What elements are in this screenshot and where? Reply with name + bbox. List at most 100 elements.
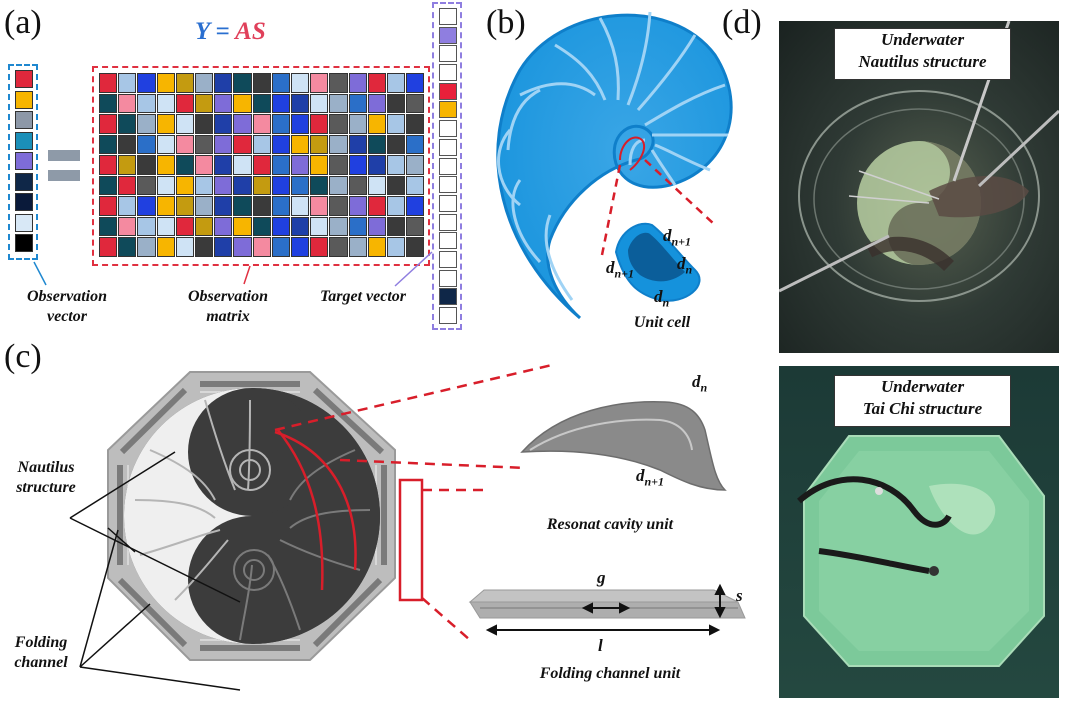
matrix-cell bbox=[233, 196, 252, 216]
panel-label-c: (c) bbox=[4, 338, 42, 375]
label-d-n1-upper: dn+1 bbox=[663, 226, 692, 249]
matrix-cell bbox=[406, 93, 425, 113]
panel-label-d: (d) bbox=[722, 4, 762, 41]
matrix-cell bbox=[214, 114, 233, 134]
matrix-cell bbox=[252, 73, 271, 93]
matrix-cell bbox=[348, 196, 367, 216]
matrix-cell bbox=[329, 93, 348, 113]
matrix-cell bbox=[99, 175, 118, 195]
matrix-cell bbox=[348, 114, 367, 134]
target-cell bbox=[439, 307, 457, 324]
matrix-cell bbox=[156, 237, 175, 257]
matrix-cell bbox=[99, 216, 118, 236]
matrix-cell bbox=[329, 216, 348, 236]
matrix-cell bbox=[310, 155, 329, 175]
matrix-cell bbox=[137, 237, 156, 257]
nautilus-shell bbox=[496, 13, 733, 320]
vector-cell bbox=[15, 131, 33, 150]
matrix-cell bbox=[406, 134, 425, 154]
vector-cell bbox=[15, 193, 33, 211]
matrix-cell bbox=[329, 134, 348, 154]
observation-vector bbox=[8, 64, 38, 260]
target-cell bbox=[439, 176, 457, 194]
matrix-cell bbox=[233, 155, 252, 175]
matrix-cell bbox=[99, 196, 118, 216]
target-cell bbox=[439, 82, 457, 100]
matrix-cell bbox=[214, 155, 233, 175]
matrix-cell bbox=[156, 175, 175, 195]
matrix-cell bbox=[291, 134, 310, 154]
matrix-cell bbox=[233, 175, 252, 195]
matrix-cell bbox=[406, 196, 425, 216]
nautilus-shell-diagram bbox=[496, 11, 733, 320]
matrix-cell bbox=[156, 114, 175, 134]
target-vector-label: Target vector bbox=[319, 288, 407, 305]
target-cell bbox=[439, 269, 457, 287]
matrix-cell bbox=[99, 155, 118, 175]
matrix-cell bbox=[271, 216, 290, 236]
folding-channel-label: Folding channel bbox=[14, 634, 68, 671]
folding-channel-shape bbox=[468, 589, 739, 603]
folding-channel-unit-label: Folding channel unit bbox=[539, 665, 681, 682]
matrix-cell bbox=[291, 175, 310, 195]
target-vector-cells bbox=[439, 8, 457, 324]
matrix-cell bbox=[387, 216, 406, 236]
matrix-cell bbox=[310, 196, 329, 216]
label-d-n-cavity: dn bbox=[692, 372, 708, 395]
matrix-cell bbox=[195, 134, 214, 154]
equation-as: AS bbox=[235, 18, 266, 45]
matrix-cell bbox=[291, 93, 310, 113]
matrix-cell bbox=[348, 93, 367, 113]
matrix-cell bbox=[214, 93, 233, 113]
matrix-cell bbox=[195, 237, 214, 257]
matrix-cell bbox=[118, 237, 137, 257]
matrix-cell bbox=[252, 175, 271, 195]
observation-matrix-label: Observation matrix bbox=[188, 288, 268, 325]
nautilus-structure-label: Nautilus structure bbox=[16, 459, 76, 496]
matrix-cell bbox=[118, 73, 137, 93]
matrix-cell bbox=[367, 216, 386, 236]
matrix-cell bbox=[137, 155, 156, 175]
tai-chi-diagram bbox=[69, 363, 746, 691]
target-vector bbox=[432, 2, 462, 330]
matrix-cell bbox=[195, 155, 214, 175]
matrix-cell bbox=[252, 134, 271, 154]
matrix-cell bbox=[214, 73, 233, 93]
equation: Y = AS bbox=[195, 18, 266, 46]
target-cell bbox=[439, 26, 457, 44]
matrix-cell bbox=[214, 134, 233, 154]
matrix-cell bbox=[137, 175, 156, 195]
matrix-cell bbox=[156, 134, 175, 154]
matrix-cell bbox=[367, 155, 386, 175]
matrix-cell bbox=[367, 73, 386, 93]
observation-vector-label: Observation vector bbox=[27, 288, 107, 325]
folding-channels bbox=[117, 381, 387, 651]
matrix-cell bbox=[233, 93, 252, 113]
vector-cell bbox=[15, 70, 33, 88]
matrix-cell bbox=[175, 93, 194, 113]
matrix-cell bbox=[137, 216, 156, 236]
matrix-cell bbox=[214, 216, 233, 236]
matrix-cell bbox=[329, 175, 348, 195]
label-g: g bbox=[597, 568, 606, 587]
matrix-cell bbox=[310, 237, 329, 257]
matrix-cell bbox=[310, 114, 329, 134]
matrix-cell bbox=[329, 237, 348, 257]
matrix-cell bbox=[367, 93, 386, 113]
matrix-cell bbox=[233, 73, 252, 93]
matrix-cell bbox=[387, 175, 406, 195]
matrix-cell bbox=[195, 114, 214, 134]
matrix-cell bbox=[387, 134, 406, 154]
label-d-n1-left: dn+1 bbox=[606, 258, 635, 281]
matrix-cell bbox=[271, 237, 290, 257]
matrix-cell bbox=[252, 93, 271, 113]
matrix-cell bbox=[156, 73, 175, 93]
matrix-cell bbox=[271, 175, 290, 195]
equals-sign-lower bbox=[48, 170, 80, 181]
vector-cell bbox=[15, 234, 33, 252]
equation-y: Y bbox=[195, 18, 210, 45]
matrix-cell bbox=[406, 237, 425, 257]
matrix-cell bbox=[291, 237, 310, 257]
highlighted-chamber bbox=[619, 136, 646, 171]
matrix-cell bbox=[387, 237, 406, 257]
